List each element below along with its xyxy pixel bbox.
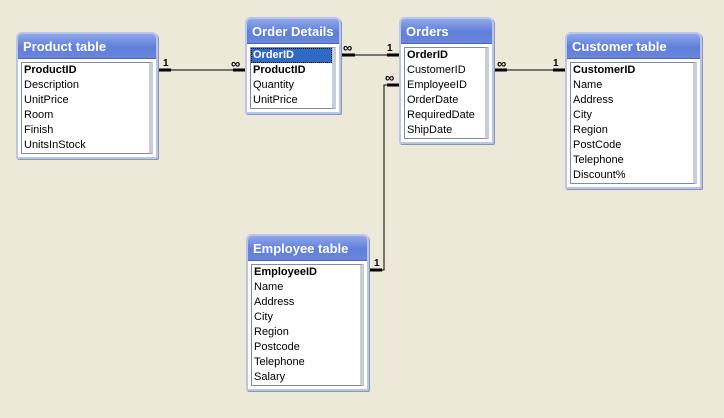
cardinality-many-label: ∞	[343, 40, 352, 55]
field-product-id[interactable]: ProductID	[24, 64, 77, 76]
product-field-list[interactable]: ProductID Description UnitPrice Room Fin…	[21, 62, 153, 154]
product-table-title[interactable]: Product table	[18, 34, 156, 59]
field-customer-id[interactable]: CustomerID	[573, 64, 636, 76]
field-unit-price[interactable]: UnitPrice	[24, 94, 69, 106]
field-units-in-stock[interactable]: UnitsInStock	[24, 139, 86, 151]
field-product-id[interactable]: ProductID	[253, 64, 306, 76]
field-room[interactable]: Room	[24, 109, 54, 121]
field-telephone[interactable]: Telephone	[254, 356, 305, 368]
orders-field-list[interactable]: OrderID CustomerID EmployeeID OrderDate …	[404, 47, 489, 139]
customer-table-title[interactable]: Customer table	[567, 34, 700, 59]
field-name[interactable]: Name	[254, 281, 284, 293]
field-region[interactable]: Region	[573, 124, 608, 136]
field-city[interactable]: City	[254, 311, 273, 323]
cardinality-many-label: ∞	[497, 56, 506, 71]
employee-table-window[interactable]: Employee table EmployeeID Name Address C…	[246, 234, 369, 391]
field-customer-id[interactable]: CustomerID	[407, 64, 466, 76]
employee-field-list[interactable]: EmployeeID Name Address City Region Post…	[251, 264, 364, 386]
customer-table-window[interactable]: Customer table CustomerID Name Address C…	[565, 32, 702, 189]
field-order-date[interactable]: OrderDate	[407, 94, 459, 106]
field-address[interactable]: Address	[254, 296, 295, 308]
cardinality-one-label: 1	[163, 58, 169, 69]
field-finish[interactable]: Finish	[24, 124, 54, 136]
field-unit-price[interactable]: UnitPrice	[253, 94, 298, 106]
customer-field-list[interactable]: CustomerID Name Address City Region Post…	[570, 62, 697, 184]
field-postcode[interactable]: Postcode	[254, 341, 300, 353]
order-details-table-title[interactable]: Order Details	[247, 19, 339, 44]
field-postcode[interactable]: PostCode	[573, 139, 622, 151]
field-required-date[interactable]: RequiredDate	[407, 109, 475, 121]
cardinality-one-label: 1	[387, 43, 393, 54]
field-salary[interactable]: Salary	[254, 371, 286, 383]
orders-table-window[interactable]: Orders OrderID CustomerID EmployeeID Ord…	[399, 17, 494, 144]
field-employee-id[interactable]: EmployeeID	[254, 266, 317, 278]
order-details-field-list[interactable]: OrderID ProductID Quantity UnitPrice	[250, 47, 336, 109]
field-order-id[interactable]: OrderID	[407, 49, 448, 61]
field-employee-id[interactable]: EmployeeID	[407, 79, 467, 91]
field-order-id[interactable]: OrderID	[251, 48, 332, 63]
field-city[interactable]: City	[573, 109, 592, 121]
field-description[interactable]: Description	[24, 79, 80, 91]
field-name[interactable]: Name	[573, 79, 603, 91]
orders-table-title[interactable]: Orders	[401, 19, 492, 44]
order-details-table-window[interactable]: Order Details OrderID ProductID Quantity…	[245, 17, 341, 114]
rel-orders-employee	[368, 84, 401, 271]
cardinality-one-label: 1	[374, 258, 380, 269]
cardinality-many-label: ∞	[385, 70, 394, 85]
field-discount[interactable]: Discount%	[573, 169, 626, 181]
field-region[interactable]: Region	[254, 326, 289, 338]
field-address[interactable]: Address	[573, 94, 614, 106]
product-table-window[interactable]: Product table ProductID Description Unit…	[16, 32, 158, 159]
field-quantity[interactable]: Quantity	[253, 79, 294, 91]
field-ship-date[interactable]: ShipDate	[407, 124, 453, 136]
field-telephone[interactable]: Telephone	[573, 154, 624, 166]
cardinality-one-label: 1	[553, 58, 559, 69]
cardinality-many-label: ∞	[231, 56, 240, 71]
employee-table-title[interactable]: Employee table	[248, 236, 367, 261]
